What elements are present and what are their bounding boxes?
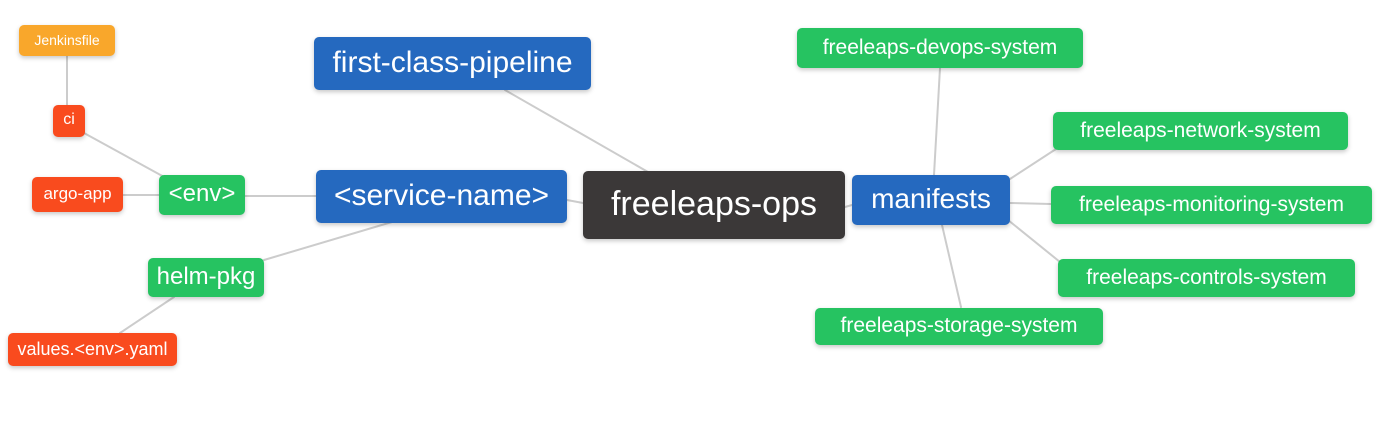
- edge-service-name-to-freeleaps-ops: [566, 199, 584, 204]
- mindmap-node-label: <service-name>: [333, 178, 550, 212]
- mindmap-node-first-class-pipeline[interactable]: first-class-pipeline: [314, 37, 591, 90]
- mindmap-node-label: Jenkinsfile: [34, 31, 100, 48]
- mindmap-node-freeleaps-controls-system[interactable]: freeleaps-controls-system: [1058, 259, 1355, 297]
- mindmap-node-manifests[interactable]: manifests: [852, 175, 1010, 225]
- mindmap-node-label: values.<env>.yaml: [17, 338, 168, 359]
- mindmap-node-label: ci: [63, 111, 75, 128]
- mindmap-node-argo-app[interactable]: argo-app: [32, 177, 123, 212]
- mindmap-node-label: argo-app: [43, 184, 112, 203]
- mindmap-node-label: freeleaps-monitoring-system: [1079, 192, 1344, 216]
- mindmap-node-env[interactable]: <env>: [159, 175, 245, 215]
- edge-values-env-yaml-to-helm-pkg: [119, 296, 175, 334]
- mindmap-node-freeleaps-network-system[interactable]: freeleaps-network-system: [1053, 112, 1348, 150]
- edge-helm-pkg-to-service-name: [263, 221, 393, 261]
- edge-ci-to-env: [83, 132, 167, 179]
- mindmap-node-values-env-yaml[interactable]: values.<env>.yaml: [8, 333, 177, 366]
- mindmap-node-label: freeleaps-devops-system: [822, 35, 1058, 59]
- mindmap-node-jenkinsfile[interactable]: Jenkinsfile: [19, 25, 115, 56]
- edge-freeleaps-ops-to-manifests: [844, 204, 853, 208]
- mindmap-node-label: manifests: [871, 183, 991, 214]
- mindmap-node-label: first-class-pipeline: [332, 45, 573, 79]
- edge-manifests-to-freeleaps-monitoring-system: [1009, 202, 1052, 205]
- mindmap-node-freeleaps-monitoring-system[interactable]: freeleaps-monitoring-system: [1051, 186, 1372, 224]
- edge-manifests-to-freeleaps-devops-system: [933, 67, 941, 176]
- mindmap-node-label: helm-pkg: [156, 262, 256, 290]
- mindmap-node-label: freeleaps-storage-system: [840, 314, 1078, 337]
- edge-manifests-to-freeleaps-controls-system: [1007, 219, 1061, 263]
- mindmap-node-ci[interactable]: ci: [53, 105, 85, 137]
- mindmap-node-freeleaps-devops-system[interactable]: freeleaps-devops-system: [797, 28, 1083, 68]
- mindmap-node-helm-pkg[interactable]: helm-pkg: [148, 258, 264, 297]
- mindmap-node-label: freeleaps-controls-system: [1086, 265, 1327, 289]
- edge-manifests-to-freeleaps-network-system: [1009, 148, 1057, 180]
- mindmap-node-label: freeleaps-ops: [610, 185, 817, 223]
- edge-manifests-to-freeleaps-storage-system: [941, 224, 962, 308]
- mindmap-node-freeleaps-storage-system[interactable]: freeleaps-storage-system: [815, 308, 1103, 345]
- mindmap-node-label: freeleaps-network-system: [1080, 118, 1321, 142]
- mindmap-node-freeleaps-ops[interactable]: freeleaps-ops: [583, 171, 845, 239]
- edge-first-class-pipeline-to-freeleaps-ops: [504, 89, 649, 173]
- mindmap-node-label: <env>: [168, 180, 236, 207]
- mindmap-node-service-name[interactable]: <service-name>: [316, 170, 567, 223]
